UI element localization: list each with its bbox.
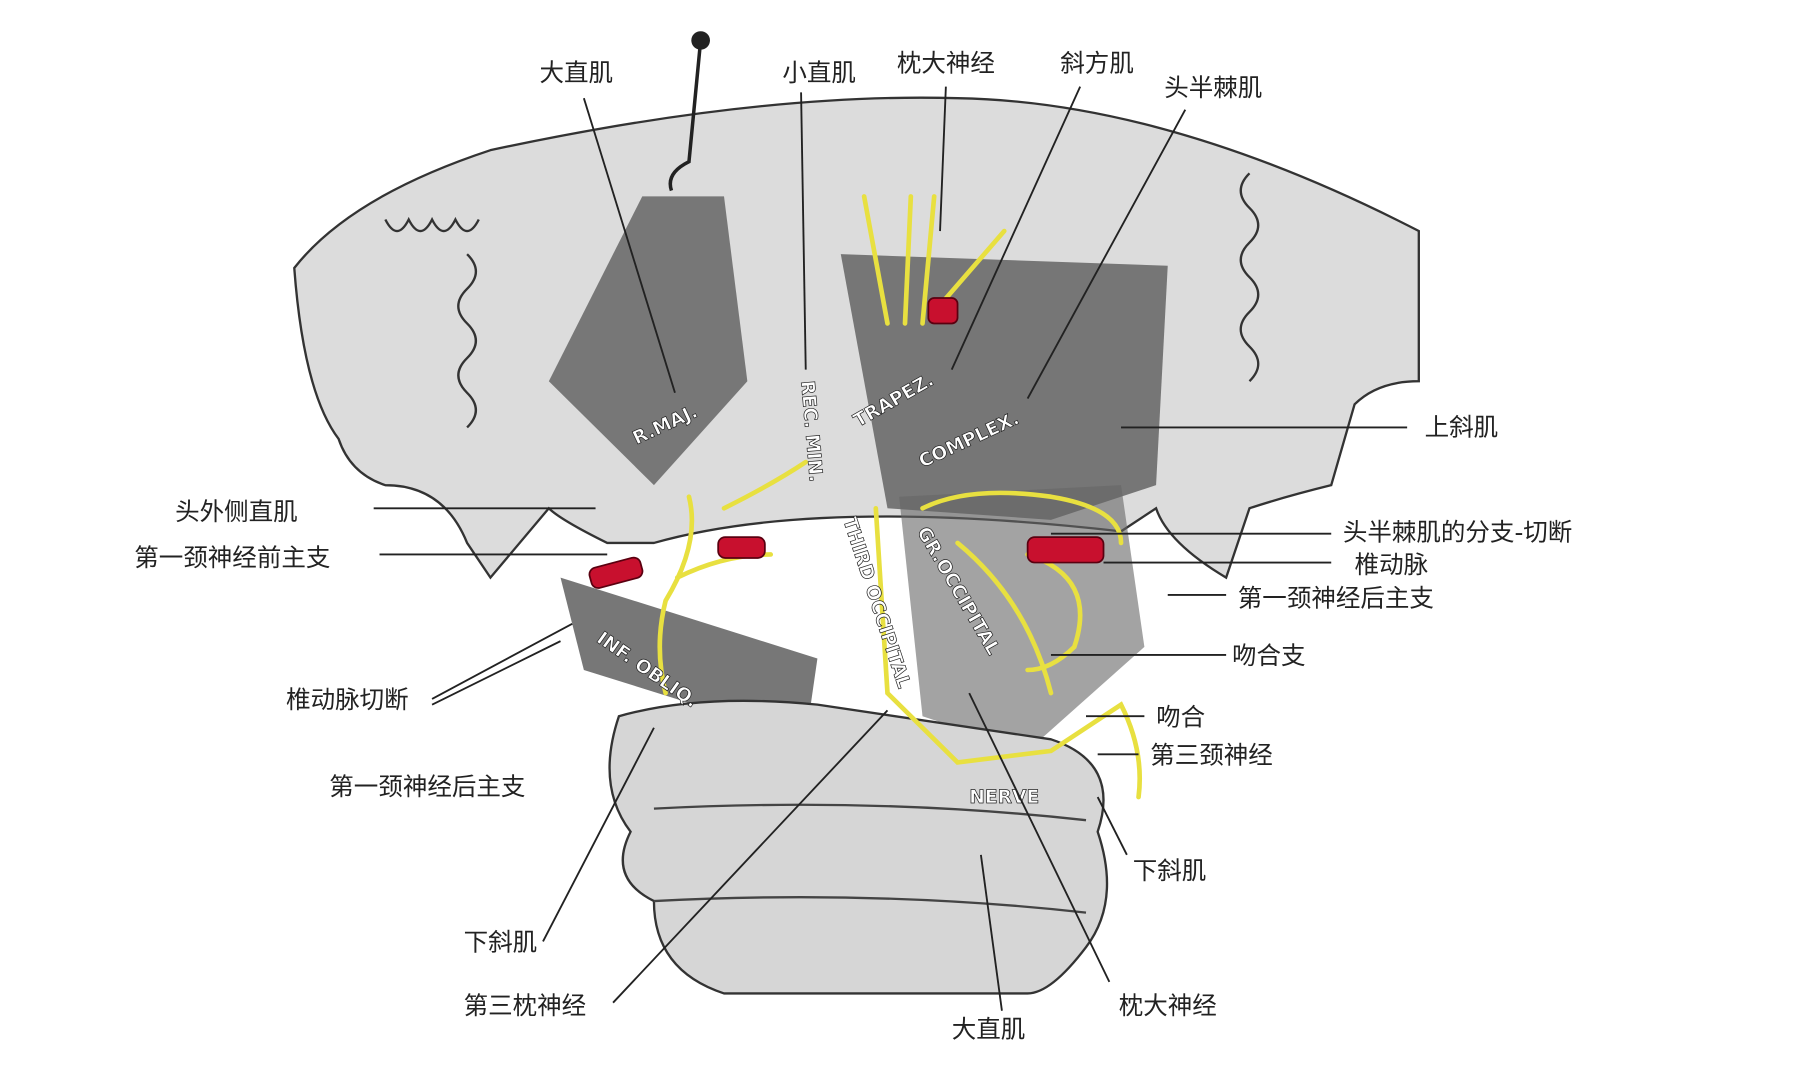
label-rectus-minor: 小直肌	[782, 58, 856, 87]
cervical-vertebrae	[608, 699, 1109, 995]
leader-lines	[373, 86, 1408, 1011]
label-trapezius: 斜方肌	[1060, 49, 1134, 78]
greater-occipital-nerve	[861, 194, 1143, 800]
label-greater-occipital-top: 枕大神经	[897, 49, 995, 78]
vertebral-artery-mid	[717, 536, 766, 559]
label-semispinalis-branch-cut: 头半棘肌的分支-切断	[1343, 518, 1572, 547]
vertebral-artery-right	[1026, 536, 1105, 564]
vertebral-artery-left	[588, 556, 644, 589]
label-superior-oblique: 上斜肌	[1425, 413, 1499, 442]
rectus-major-muscle	[548, 196, 748, 486]
label-anastomosis: 吻合	[1156, 703, 1205, 732]
label-rectus-major-top: 大直肌	[539, 58, 613, 87]
label-rectus-major-bottom: 大直肌	[952, 1014, 1026, 1043]
label-vertebral-artery: 椎动脉	[1355, 550, 1429, 579]
label-third-occipital: 第三枕神经	[464, 991, 587, 1020]
label-inferior-oblique-right: 下斜肌	[1133, 856, 1207, 885]
artery-top	[927, 297, 959, 325]
pin	[668, 40, 703, 192]
label-rectus-lateralis: 头外侧直肌	[175, 497, 298, 526]
label-c3-nerve: 第三颈神经	[1150, 741, 1273, 770]
nerve-branches	[657, 459, 1124, 696]
inferior-oblique-muscle	[560, 577, 818, 740]
label-greater-occipital-bottom: 枕大神经	[1119, 991, 1217, 1020]
label-c1-anterior-ramus: 第一颈神经前主支	[134, 543, 330, 572]
suture-left	[384, 216, 480, 429]
label-c1-posterior-ramus-right: 第一颈神经后主支	[1238, 584, 1434, 613]
label-c1-posterior-ramus-left: 第一颈神经后主支	[329, 772, 525, 801]
suture-right	[1239, 172, 1260, 383]
embedded-nerve: NERVE	[969, 787, 1039, 808]
trapezius-complexus-muscle	[840, 254, 1168, 520]
label-inferior-oblique-left: 下斜肌	[464, 928, 538, 957]
label-anastomotic-branch: 吻合支	[1232, 641, 1306, 670]
label-vertebral-artery-cut: 椎动脉切断	[286, 685, 409, 714]
label-semispinalis: 头半棘肌	[1164, 73, 1262, 102]
